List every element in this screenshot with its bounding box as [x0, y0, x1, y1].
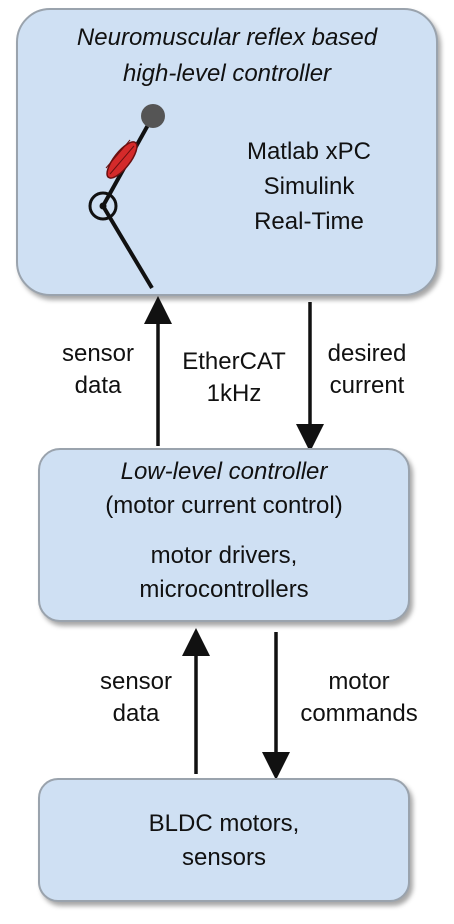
- bottom-sensor-line2: data: [112, 700, 160, 727]
- desired-current-label: desired current: [312, 338, 422, 402]
- low-level-subtitle: (motor current control): [105, 492, 343, 519]
- platform-label: Matlab xPC Simulink Real-Time: [214, 134, 404, 239]
- top-sensor-line2: data: [74, 372, 122, 399]
- bottom-sensor-data-label: sensor data: [86, 666, 186, 730]
- platform-line3: Real-Time: [254, 208, 364, 235]
- low-level-controller-box: Low-level controller (motor current cont…: [38, 448, 410, 622]
- top-sensor-data-label: sensor data: [48, 338, 148, 402]
- high-level-title-line2: high-level controller: [122, 60, 332, 87]
- top-sensor-line1: sensor: [61, 340, 135, 367]
- bldc-line1: BLDC motors,: [148, 810, 300, 837]
- ethercat-line1: EtherCAT: [182, 348, 286, 375]
- desired-current-line1: desired: [327, 340, 407, 367]
- motor-commands-line2: commands: [300, 700, 418, 727]
- high-level-title-line1: Neuromuscular reflex based: [76, 24, 378, 51]
- bldc-motors-box: BLDC motors, sensors: [38, 778, 410, 902]
- bldc-line2: sensors: [181, 844, 267, 871]
- high-level-controller-box: Neuromuscular reflex based high-level co…: [16, 8, 438, 296]
- low-level-title: Low-level controller: [120, 458, 328, 485]
- motor-commands-label: motor commands: [286, 666, 432, 730]
- bottom-sensor-line1: sensor: [99, 668, 173, 695]
- ethercat-line2: 1kHz: [206, 380, 262, 407]
- platform-line1: Matlab xPC: [246, 138, 372, 165]
- hardware-line2: microcontrollers: [139, 576, 309, 603]
- hardware-line1: motor drivers,: [150, 542, 298, 569]
- ethercat-label: EtherCAT 1kHz: [168, 346, 300, 410]
- platform-line2: Simulink: [263, 173, 355, 200]
- desired-current-line2: current: [329, 372, 405, 399]
- motor-commands-line1: motor: [328, 668, 390, 695]
